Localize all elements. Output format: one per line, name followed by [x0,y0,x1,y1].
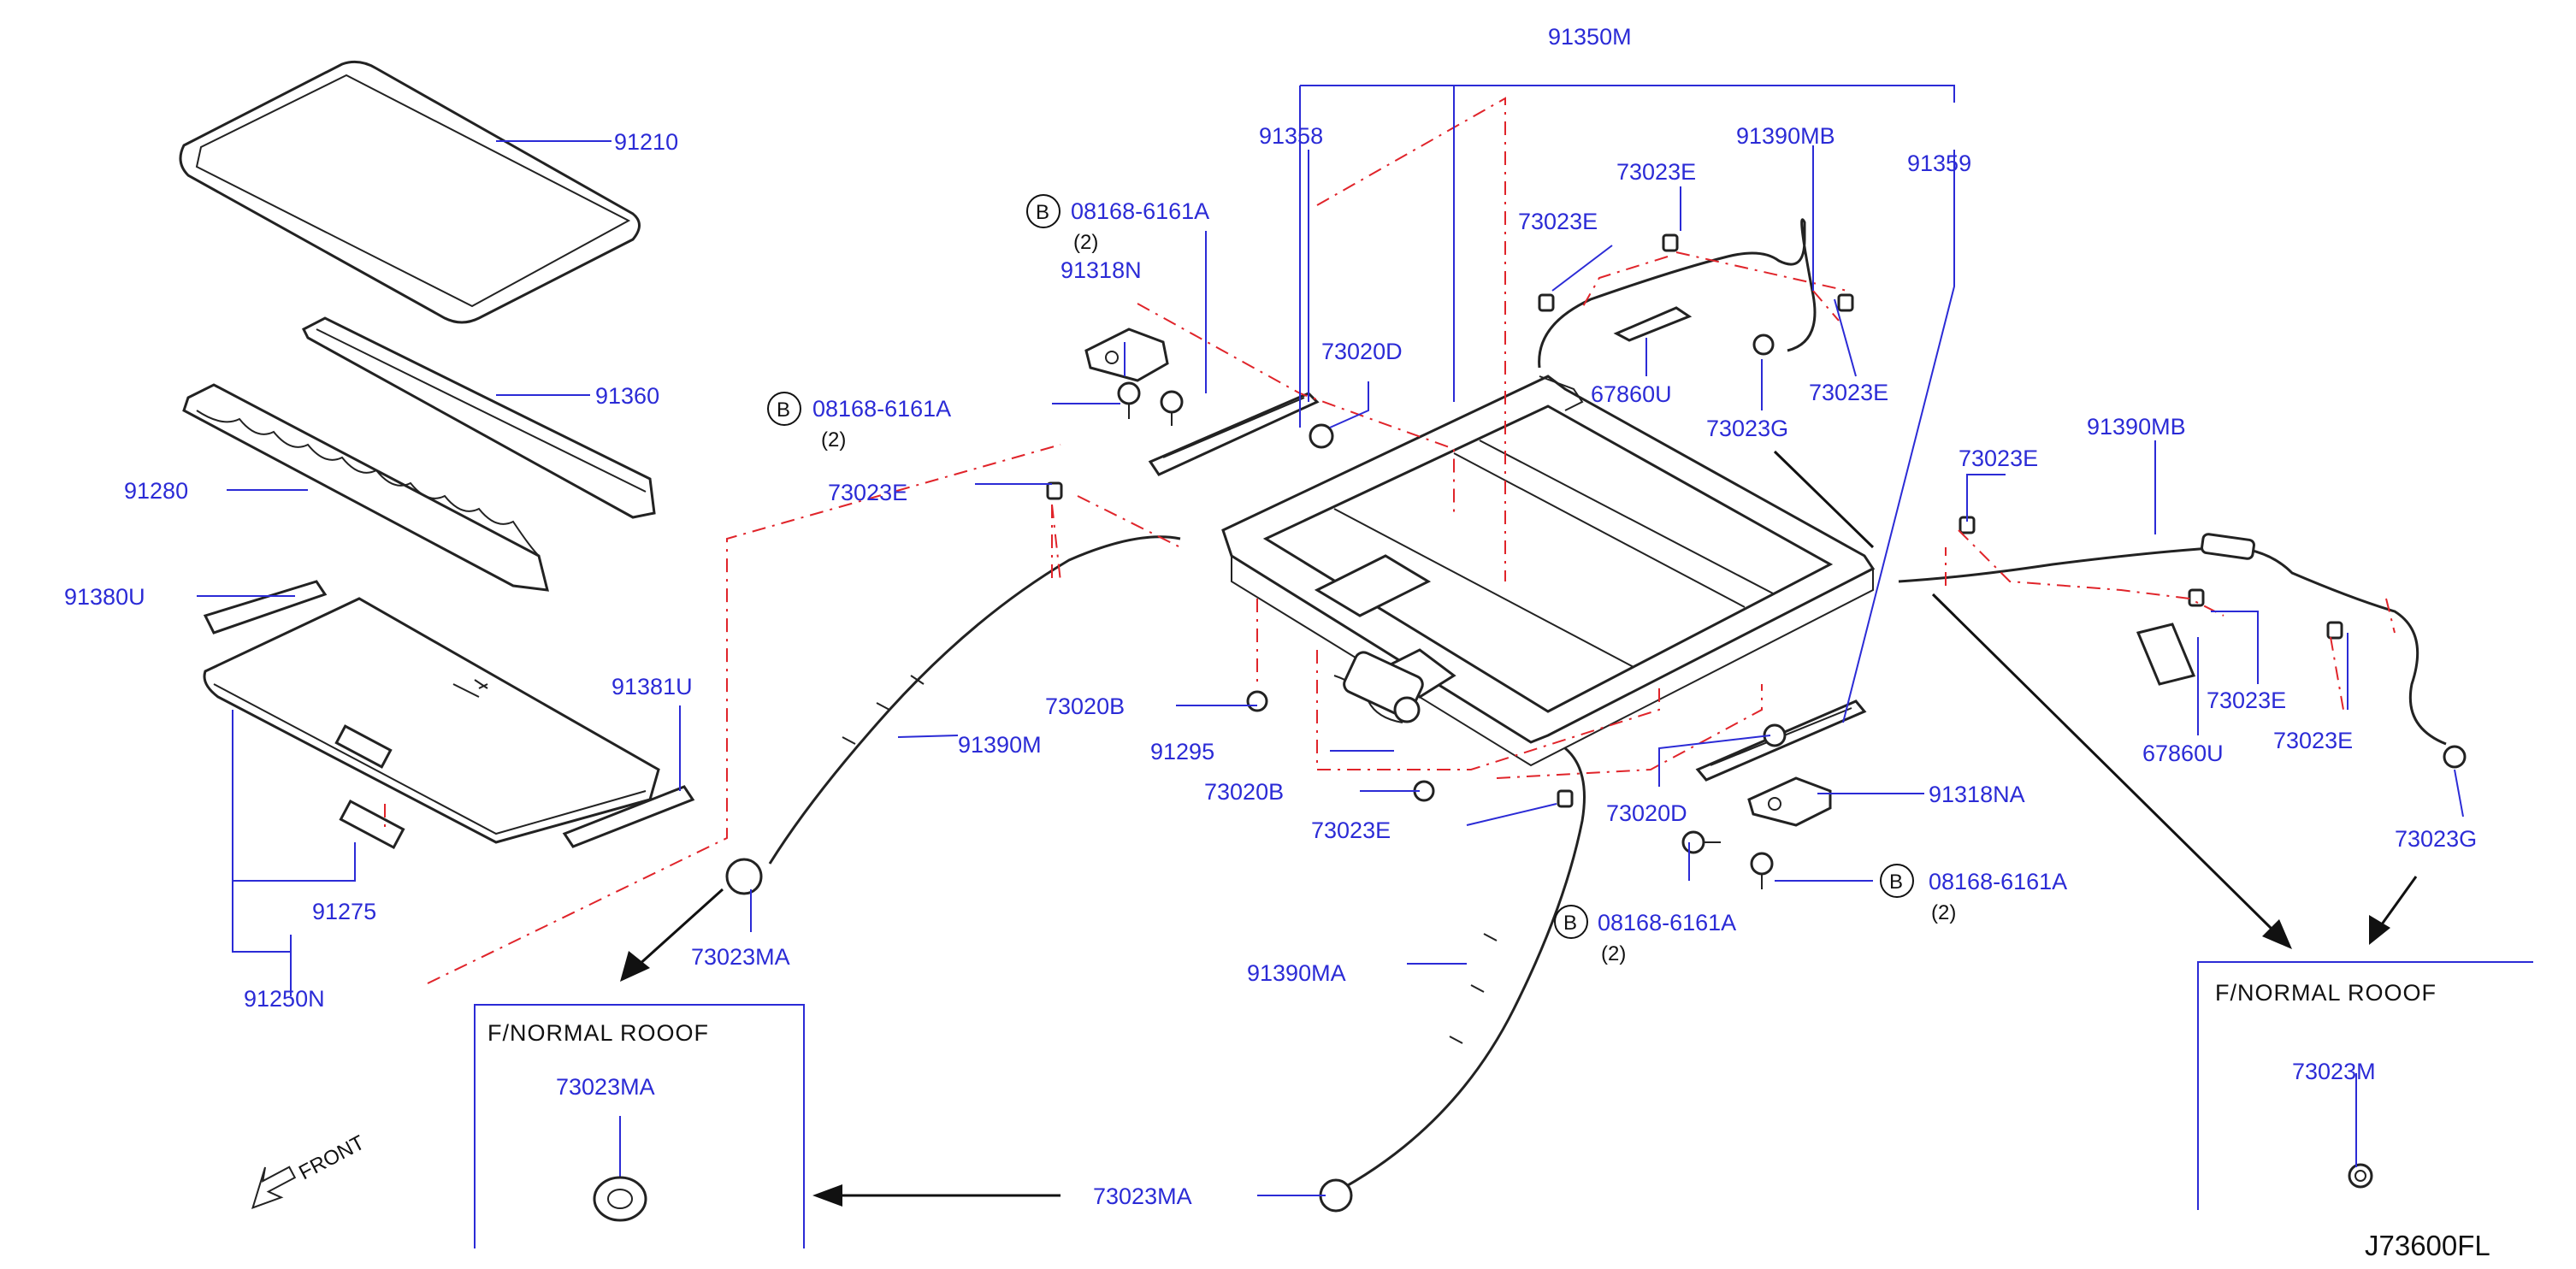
label-91390ma: 91390MA [1247,960,1346,986]
label-73023g-top: 73023G [1706,416,1788,441]
label-91318na: 91318NA [1929,782,2025,807]
phantom-lines [384,97,2396,984]
label-73023ma-left: 73023MA [691,944,790,970]
pad-icon [1613,306,2196,686]
front-label: FRONT [295,1130,369,1184]
drain-hose-top [1538,218,1817,369]
arrows [620,450,2418,1207]
label-91358: 91358 [1259,123,1323,149]
label-bolt-4: 08168-6161A [1929,869,2067,894]
label-91350m: 91350M [1548,24,1632,50]
label-91210: 91210 [614,129,678,155]
label-67860u-top: 67860U [1591,381,1672,407]
inset-left-part: 73023MA [556,1074,655,1100]
bolt-icon [1117,381,1787,889]
label-91359: 91359 [1907,151,1971,176]
wind-deflector [182,316,656,592]
label-73023g-right: 73023G [2395,826,2477,852]
label-bolt-2: 08168-6161A [812,396,951,422]
label-qty-2: (2) [821,428,846,452]
drain-rail-left [1148,392,1320,476]
inset-left-title: F/NORMAL ROOOF [487,1020,709,1046]
label-91390mb-right: 91390MB [2087,414,2186,440]
label-73023e-8: 73023E [2273,728,2353,753]
label-73023e-2: 73023E [1518,209,1598,234]
b-circles: B B B B [767,194,1914,939]
label-91390m: 91390M [958,732,1042,758]
label-67860u-right: 67860U [2142,741,2224,766]
label-qty-4: (2) [1931,901,1956,924]
bracket-91318n [1084,328,1169,382]
front-arrow-icon: FRONT [251,1130,369,1209]
grommet-icon [1246,333,2467,1189]
sunshade [203,580,695,850]
label-91250n: 91250N [244,986,325,1012]
drain-hose-front [725,535,1181,895]
label-91280: 91280 [124,478,188,504]
inset-box-right: F/NORMAL ROOOF 73023M [2197,961,2533,1210]
label-73020b-2: 73020B [1204,779,1284,805]
label-91380u: 91380U [64,584,145,610]
b-circle-3: B [1563,912,1577,935]
label-91381u: 91381U [612,674,693,699]
sunroof-frame [1221,375,1876,767]
label-91390mb-top: 91390MB [1736,123,1835,149]
inset-right-title: F/NORMAL ROOOF [2215,980,2437,1006]
leader-lines [197,85,2464,1196]
part-labels: 91350M 91358 91359 91390MB 73023E 73023E… [64,24,2477,1209]
label-73023e-1: 73023E [1616,159,1696,185]
drain-hose-right [1898,533,2447,746]
label-91318n: 91318N [1061,257,1142,283]
label-bolt-1: 08168-6161A [1071,198,1209,224]
label-73020b-1: 73020B [1045,694,1125,719]
label-73023e-6: 73023E [1959,446,2038,471]
inset-box-left: F/NORMAL ROOOF 73023MA [474,1004,805,1248]
label-73023e-5: 73023E [1311,817,1391,843]
label-91275: 91275 [312,899,376,924]
glass-panel [179,60,641,324]
label-bolt-3: 08168-6161A [1598,910,1736,936]
label-91295: 91295 [1150,739,1214,764]
label-73023e-4: 73023E [828,480,907,505]
label-73023e-7: 73023E [2207,688,2286,713]
label-91360: 91360 [595,383,659,409]
b-circle-4: B [1889,871,1903,894]
inset-right-part: 73023M [2292,1059,2376,1084]
label-73020d-top: 73020D [1321,339,1403,364]
label-73023ma-bot: 73023MA [1093,1183,1192,1209]
label-qty-1: (2) [1073,231,1098,254]
label-73023e-3: 73023E [1809,380,1888,405]
bracket-91318na [1747,776,1832,827]
label-qty-3: (2) [1601,942,1626,965]
diagram-id: J73600FL [2365,1230,2490,1261]
label-73020d-bot: 73020D [1606,800,1687,826]
sunroof-motor [1343,651,1424,723]
b-circle-2: B [777,398,790,422]
b-circle-1: B [1036,201,1049,224]
